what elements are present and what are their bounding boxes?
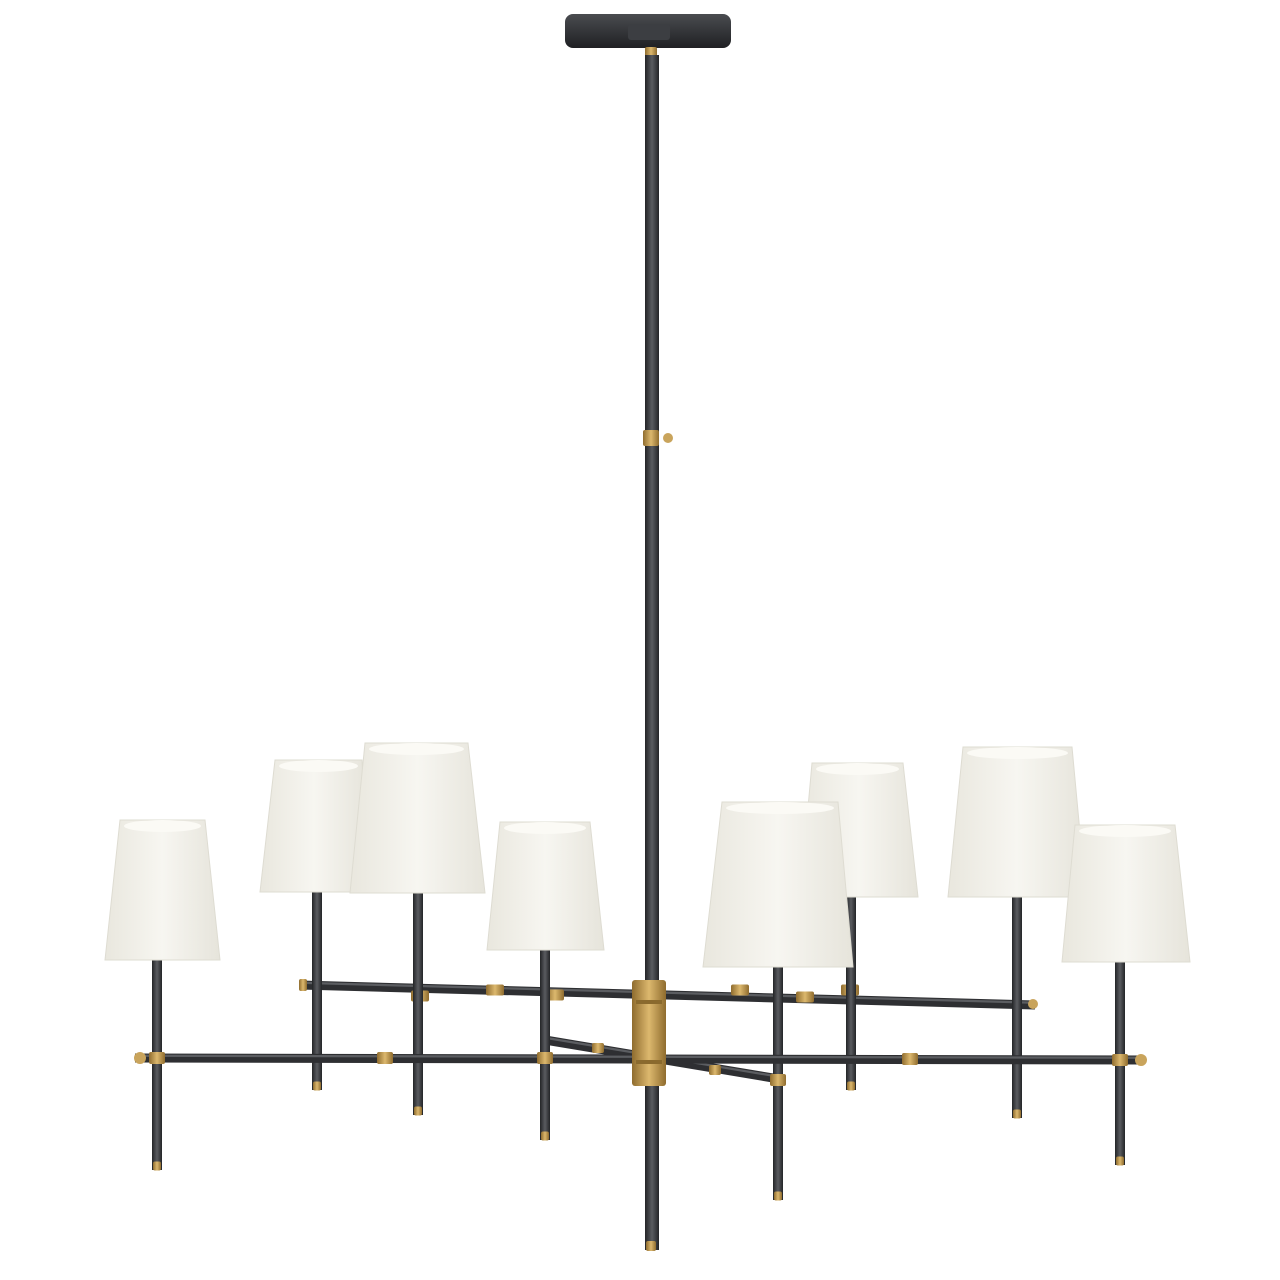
shade-top-glow [369,743,464,755]
diagonal-arm-collar [592,1043,604,1053]
back-arm-collar [486,984,504,996]
stem-brass-tip [414,1106,422,1116]
lamp-shade [104,819,221,961]
back-layer [259,14,1087,1251]
front-arm-end-right [1135,1054,1147,1066]
back-arm-end-left [299,979,307,991]
front-arm-collar [377,1052,393,1064]
set-screw-knob [663,433,673,443]
stem-brass-tip [847,1081,855,1091]
canopy-brass-fitting [645,47,657,57]
front-layer [104,801,1191,1201]
back-arm [299,980,1036,1010]
bottom-finial [646,1241,656,1251]
hub-band [636,1060,662,1064]
lamp-shade [702,801,854,968]
canopy-cap [628,24,670,40]
downrod [645,55,659,1250]
candle-stem [540,950,550,1140]
lamp-shade [1061,824,1191,963]
front-arm-end-left [134,1052,146,1064]
front-arm-collar [537,1052,553,1064]
shade-top-glow [816,763,899,775]
candle-stem [413,893,423,1115]
back-arm-highlight [299,981,1036,1004]
shade-top-glow [1079,825,1171,837]
candle-stem [152,960,162,1170]
stem-brass-tip [774,1191,782,1201]
front-arm-collar [149,1052,165,1064]
candle-stem [312,892,322,1090]
shade-top-glow [504,822,586,834]
shade-top-glow [967,747,1068,759]
back-arm-collar [796,991,814,1003]
stem-brass-tip [313,1081,321,1091]
back-arm-collar [731,984,749,996]
stem-brass-tip [1013,1109,1021,1119]
shade-top-glow [726,802,834,814]
candle-stem [846,897,856,1090]
candle-stem [1012,897,1022,1118]
front-arm-collar [902,1053,918,1065]
shade-top-glow [279,760,358,772]
hub-band [636,1000,662,1004]
shade-top-glow [124,820,201,832]
center-hub [632,980,666,1086]
stem-brass-tip [1116,1156,1124,1166]
front-arm-collar [770,1074,786,1086]
stem-brass-tip [153,1161,161,1171]
back-arm-collar [546,989,564,1001]
lamp-shade [486,821,605,951]
front-arm-collar [1112,1054,1128,1066]
rod-coupler [643,430,659,446]
stem-brass-tip [541,1131,549,1141]
diagonal-arm-collar [709,1065,721,1075]
back-arm-end-right [1028,999,1038,1009]
lamp-shade [947,746,1087,898]
lamp-shade [349,742,486,894]
